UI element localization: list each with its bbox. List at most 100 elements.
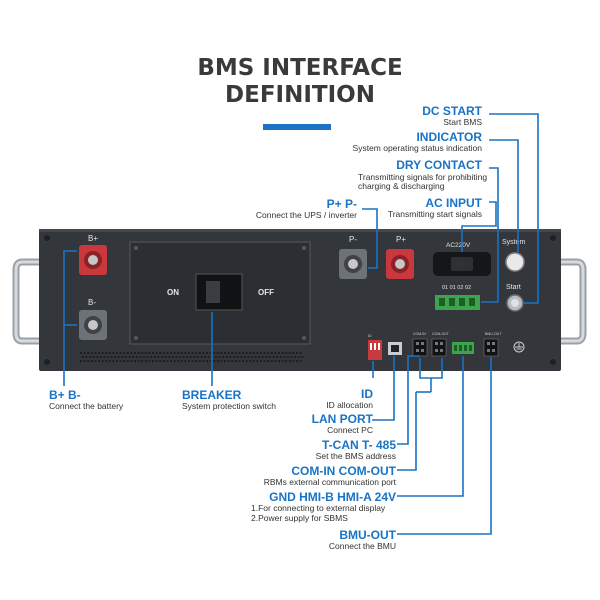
- vent-hole: [206, 360, 208, 362]
- vent-hole: [119, 360, 122, 362]
- vent-hole: [146, 356, 149, 358]
- lan-port[interactable]: [388, 342, 402, 355]
- vent-hole: [229, 356, 232, 358]
- vent-hole: [94, 352, 97, 354]
- vent-hole: [216, 352, 219, 354]
- dc-start-button[interactable]: [506, 294, 524, 312]
- vent-hole: [198, 352, 201, 354]
- vent-hole: [155, 352, 158, 354]
- vent-hole: [130, 360, 133, 362]
- label-dc-start-desc: Start BMS: [443, 117, 482, 127]
- dry-contact-connector[interactable]: [435, 295, 480, 310]
- vent-hole: [110, 356, 113, 358]
- vent-hole: [130, 352, 133, 354]
- vent-hole: [195, 360, 198, 362]
- vent-hole: [116, 360, 118, 362]
- vent-hole: [233, 356, 235, 358]
- vent-hole: [166, 352, 169, 354]
- vent-hole: [200, 356, 203, 358]
- vent-hole: [296, 360, 298, 362]
- vent-hole: [153, 356, 156, 358]
- vent-hole: [184, 360, 187, 362]
- vent-hole: [285, 360, 288, 362]
- vent-hole: [139, 356, 142, 358]
- vent-hole: [119, 352, 122, 354]
- vent-hole: [99, 356, 102, 358]
- vent-hole: [299, 360, 302, 362]
- vent-hole: [209, 360, 212, 362]
- vent-hole: [252, 352, 255, 354]
- vent-hole: [195, 352, 198, 354]
- b-plus-mark: B+: [88, 234, 98, 243]
- label-ac-input-title: AC INPUT: [425, 196, 482, 210]
- vent-hole: [168, 356, 171, 358]
- ac-input-socket[interactable]: [433, 252, 491, 276]
- vent-hole: [180, 360, 183, 362]
- vent-hole: [243, 356, 246, 358]
- title-line-1: BMS INTERFACE: [197, 55, 403, 81]
- vent-hole: [80, 360, 82, 362]
- vent-hole: [150, 356, 153, 358]
- bmu-out-port[interactable]: [483, 338, 499, 357]
- vent-hole: [278, 360, 280, 362]
- t-can-port[interactable]: [412, 338, 428, 357]
- label-lan-title: LAN PORT: [311, 412, 373, 426]
- vent-hole: [292, 360, 295, 362]
- vent-hole: [193, 356, 196, 358]
- vent-hole: [231, 352, 234, 354]
- vent-hole: [90, 360, 93, 362]
- vent-hole: [207, 356, 210, 358]
- vent-hole: [209, 352, 212, 354]
- right-handle: [559, 258, 587, 345]
- vent-hole: [299, 352, 302, 354]
- vent-hole: [290, 356, 293, 358]
- label-indicator-title: INDICATOR: [416, 130, 482, 144]
- vent-hole: [143, 356, 145, 358]
- vent-hole: [285, 352, 288, 354]
- vent-hole: [198, 360, 201, 362]
- vent-hole: [126, 360, 129, 362]
- vent-hole: [123, 352, 126, 354]
- label-dry-contact-desc-2: charging & discharging: [358, 181, 445, 191]
- vent-hole: [132, 356, 135, 358]
- vent-hole: [112, 352, 115, 354]
- vent-hole: [105, 360, 108, 362]
- vent-hole: [121, 356, 124, 358]
- com-port[interactable]: [431, 338, 447, 357]
- hmi-connector[interactable]: [452, 342, 474, 354]
- ground-icon: [513, 341, 525, 353]
- vent-hole: [177, 360, 180, 362]
- vent-hole: [254, 356, 257, 358]
- indicator-light: [505, 252, 525, 272]
- id-dip-switch[interactable]: [368, 340, 382, 360]
- vent-hole: [105, 352, 108, 354]
- vent-hole: [227, 360, 230, 362]
- vent-hole: [123, 360, 126, 362]
- vent-hole: [270, 352, 273, 354]
- vent-hole: [180, 352, 183, 354]
- vent-hole: [274, 352, 277, 354]
- vent-hole: [245, 360, 248, 362]
- vent-hole: [188, 352, 190, 354]
- vent-hole: [157, 356, 160, 358]
- vent-hole: [260, 360, 262, 362]
- vent-hole: [281, 352, 284, 354]
- vent-hole: [258, 356, 261, 358]
- vent-hole: [112, 360, 115, 362]
- vent-hole: [296, 352, 298, 354]
- label-id-title: ID: [361, 387, 373, 401]
- vent-hole: [252, 360, 255, 362]
- label-dry-contact-desc-1: Transmitting signals for prohibiting: [358, 172, 488, 182]
- vent-hole: [135, 356, 138, 358]
- vent-hole: [247, 356, 250, 358]
- vent-hole: [173, 352, 176, 354]
- label-dc-start-title: DC START: [422, 104, 482, 118]
- vent-hole: [125, 356, 127, 358]
- vent-hole: [188, 360, 190, 362]
- vent-hole: [182, 356, 185, 358]
- vent-hole: [249, 360, 252, 362]
- vent-hole: [87, 360, 90, 362]
- label-breaker-title: BREAKER: [182, 388, 242, 402]
- vent-hole: [242, 352, 244, 354]
- label-com-desc: RBMs external communication port: [263, 477, 396, 487]
